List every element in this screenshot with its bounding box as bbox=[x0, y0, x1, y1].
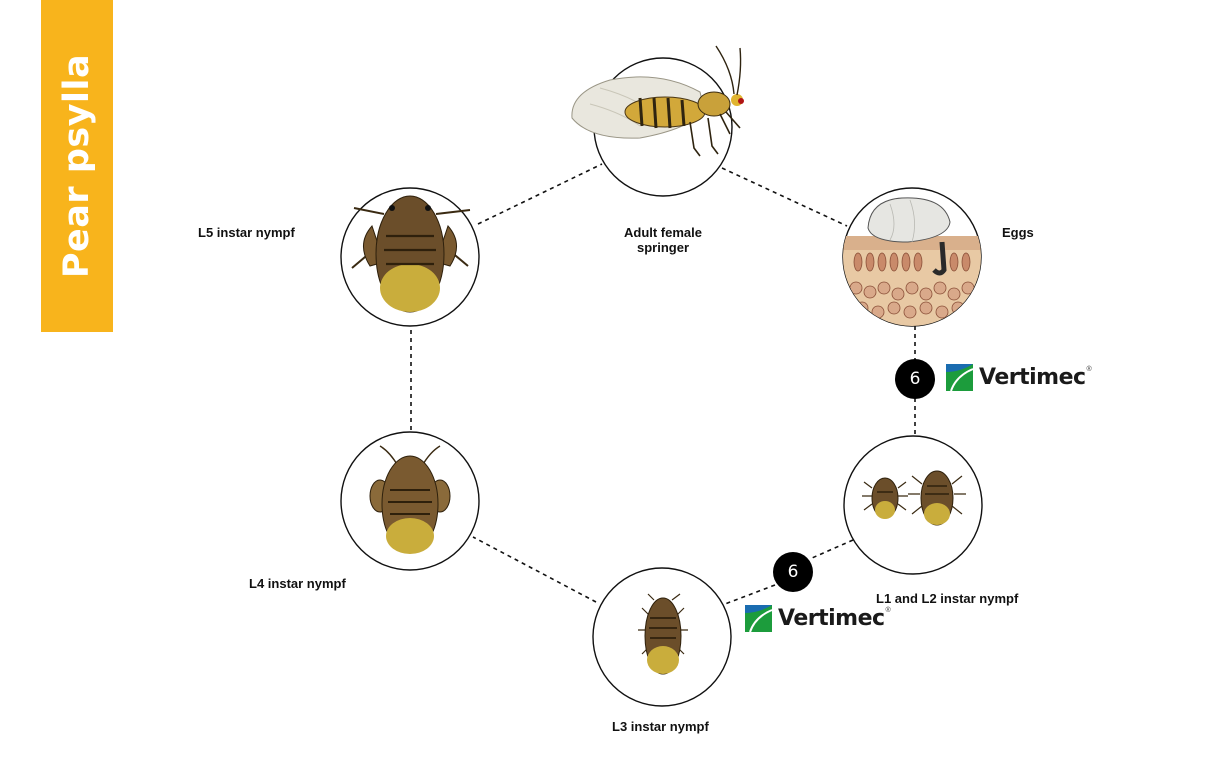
stage-label-l3: L3 instar nympf bbox=[612, 719, 709, 734]
stage-label-l4: L4 instar nympf bbox=[249, 576, 346, 591]
treatment-badge-number: 6 bbox=[787, 562, 799, 582]
treatment-badge bbox=[773, 552, 813, 592]
vertimec-logo-icon bbox=[745, 605, 773, 633]
nymph-icon bbox=[638, 593, 688, 675]
registered-mark: ® bbox=[1086, 366, 1092, 373]
vertimec-brand: Vertimec® bbox=[976, 364, 1092, 391]
connector-l1l2-badge bbox=[811, 539, 854, 559]
connector-badge-l3 bbox=[724, 584, 776, 605]
vertimec-brand-name: Vertimec bbox=[778, 606, 885, 631]
stage-label-l5: L5 instar nympf bbox=[198, 225, 295, 240]
treatment-badge bbox=[895, 359, 935, 399]
vertimec-brand: Vertimec® bbox=[775, 605, 891, 632]
adult-psylla-icon bbox=[571, 45, 744, 157]
connector-l5-adult bbox=[477, 163, 603, 225]
registered-mark: ® bbox=[885, 607, 891, 614]
stage-label-l1l2: L1 and L2 instar nympf bbox=[876, 591, 1019, 606]
vertimec-logo-icon bbox=[946, 364, 974, 392]
connector-l3-l4 bbox=[472, 536, 597, 603]
title-tab: Pear psylla bbox=[41, 0, 113, 332]
nymph-icon bbox=[369, 445, 451, 554]
vertimec-brand-name: Vertimec bbox=[979, 365, 1086, 390]
circle-l1l2 bbox=[843, 435, 983, 575]
nymph-icon bbox=[862, 470, 966, 526]
stage-label-adult: Adult female springer bbox=[623, 225, 702, 255]
nymph-icon bbox=[351, 195, 471, 313]
connector-adult-eggs bbox=[721, 167, 848, 227]
treatment-badge-number: 6 bbox=[909, 369, 921, 389]
stage-label-eggs: Eggs bbox=[1002, 225, 1034, 240]
